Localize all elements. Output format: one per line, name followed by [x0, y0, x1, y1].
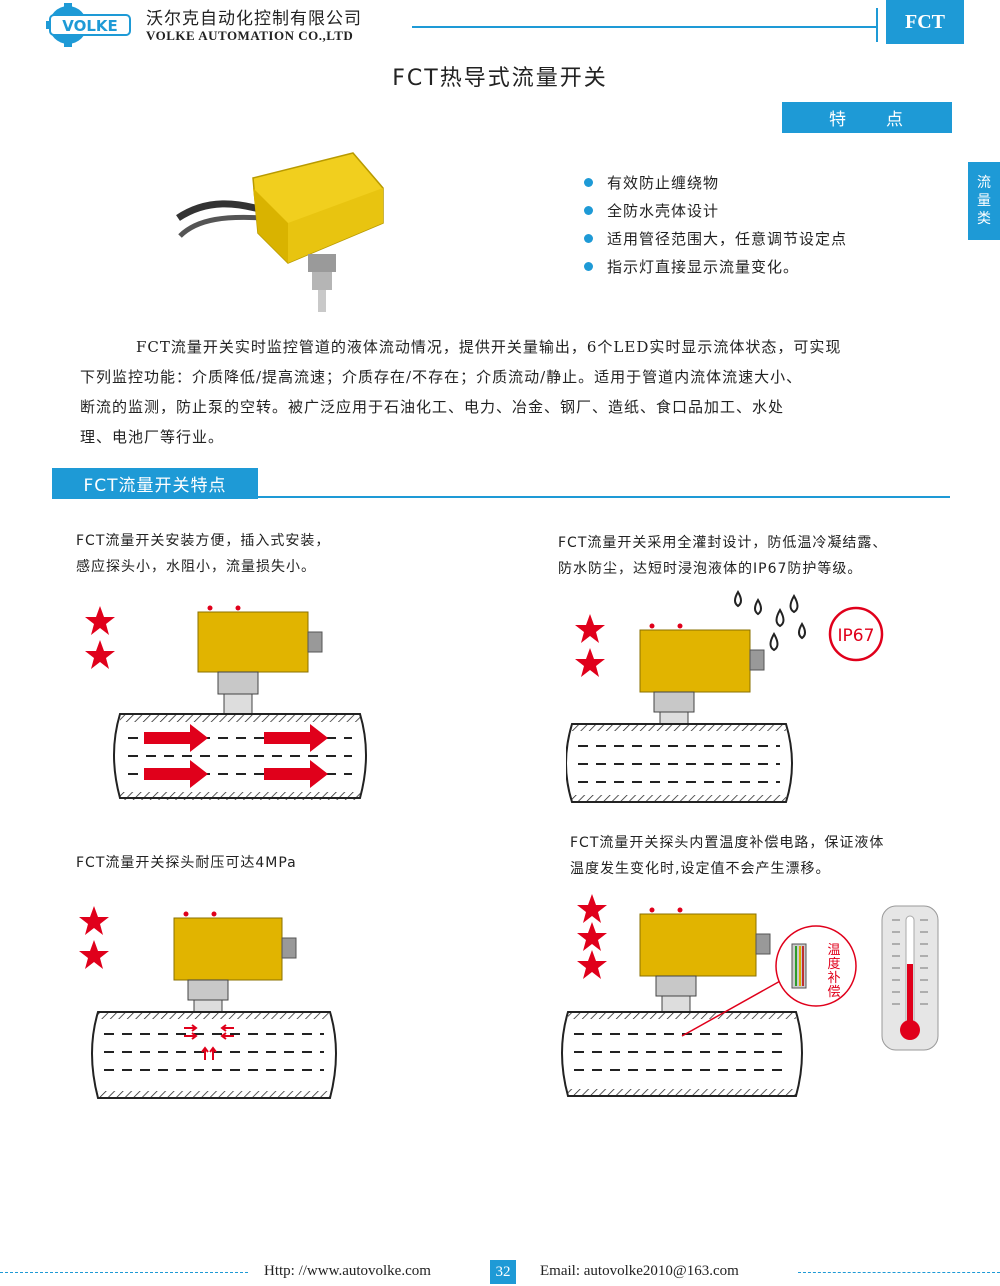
- side-tab-char: 量: [977, 193, 991, 209]
- sensor: [639, 907, 771, 1041]
- panel3-illustration: [79, 906, 337, 1099]
- probe-detail-callout: 温 度 补 偿: [775, 925, 857, 1007]
- feature-item: 指示灯直接显示流量变化。: [584, 252, 847, 280]
- panel1-caption: FCT流量开关安装方便，插入式安装， 感应探头小，水阻小，流量损失小。: [76, 528, 330, 580]
- footer-rule-left: [0, 1272, 248, 1273]
- side-category-tab: 流 量 类: [968, 162, 1000, 240]
- footer: Http: //www.autovolke.com 32 Email: auto…: [0, 1256, 1000, 1286]
- star-icon: [577, 894, 607, 923]
- header: VOLKE 沃尔克自动化控制有限公司 VOLKE AUTOMATION CO.,…: [0, 0, 1000, 50]
- panel4-caption: FCT流量开关探头内置温度补偿电路，保证液体 温度发生变化时,设定值不会产生漂移…: [570, 830, 884, 882]
- side-tab-char: 类: [977, 211, 991, 227]
- description-line: 断流的监测，防止泵的空转。被广泛应用于石油化工、电力、冶金、钢厂、造纸、食口品加…: [80, 398, 785, 416]
- star-icon: [79, 906, 109, 935]
- features-tag-label: 特 点: [829, 110, 905, 130]
- section-title-text: FCT流量开关特点: [83, 476, 227, 496]
- water-drops-icon: [734, 590, 806, 652]
- category-tab: FCT: [886, 0, 964, 44]
- pipe: [566, 723, 793, 803]
- ip67-label: IP67: [838, 626, 875, 646]
- footer-rule-right: [798, 1272, 1000, 1273]
- pressure-arrows-icon: [184, 1024, 234, 1060]
- panel2-illustration: IP67: [566, 590, 884, 803]
- description-line: 理、电池厂等行业。: [80, 428, 225, 446]
- features-tag: 特 点: [782, 102, 952, 133]
- ip67-badge: IP67: [828, 606, 884, 662]
- section-title: FCT流量开关特点: [52, 468, 258, 499]
- bullet-dot-icon: [584, 205, 593, 215]
- star-icon: [85, 606, 115, 635]
- feature-text: 指示灯直接显示流量变化。: [607, 257, 800, 276]
- temp-comp-char: 补: [827, 971, 840, 986]
- caption-line: 温度发生变化时,设定值不会产生漂移。: [570, 861, 831, 877]
- caption-line: 感应探头小，水阻小，流量损失小。: [76, 559, 316, 575]
- flow-arrow-icon: [264, 760, 328, 788]
- feature-text: 有效防止缠绕物: [607, 173, 720, 192]
- flow-arrow-icon: [144, 760, 208, 788]
- header-rule: [412, 26, 878, 28]
- caption-line: FCT流量开关探头耐压可达4MPa: [76, 855, 297, 871]
- star-icon: [575, 614, 605, 643]
- caption-line: 防水防尘，达短时浸泡液体的IP67防护等级。: [558, 561, 863, 577]
- product-photo: [176, 152, 384, 312]
- description: FCT流量开关实时监控管道的液体流动情况，提供开关量输出，6个LED实时显示流体…: [80, 332, 940, 452]
- star-icon: [577, 950, 607, 979]
- temp-comp-char: 偿: [827, 985, 840, 1000]
- panel2-caption: FCT流量开关采用全灌封设计，防低温冷凝结露、 防水防尘，达短时浸泡液体的IP6…: [558, 530, 887, 582]
- star-rating: [85, 606, 115, 669]
- pipe: [113, 713, 367, 800]
- caption-line: FCT流量开关采用全灌封设计，防低温冷凝结露、: [558, 535, 888, 551]
- star-rating: [79, 906, 109, 969]
- pipe: [91, 1011, 337, 1099]
- volke-logo: VOLKE: [46, 3, 131, 47]
- panel1-illustration: [85, 605, 367, 800]
- temp-comp-char: 温: [827, 943, 840, 958]
- bullet-dot-icon: [584, 233, 593, 243]
- page-number-text: 32: [495, 1263, 511, 1280]
- thermometer-icon: [881, 905, 939, 1051]
- feature-text: 适用管径范围大，任意调节设定点: [607, 229, 848, 248]
- panel3-caption: FCT流量开关探头耐压可达4MPa: [76, 850, 297, 876]
- star-icon: [85, 640, 115, 669]
- bullet-dot-icon: [584, 177, 593, 187]
- company-name-cn: 沃尔克自动化控制有限公司: [146, 9, 362, 29]
- star-icon: [79, 940, 109, 969]
- section-rule: [52, 496, 950, 498]
- side-tab-char: 流: [977, 175, 991, 191]
- caption-line: FCT流量开关安装方便，插入式安装，: [76, 533, 331, 549]
- feature-list: 有效防止缠绕物 全防水壳体设计 适用管径范围大，任意调节设定点 指示灯直接显示流…: [584, 168, 847, 280]
- header-rule-end: [876, 8, 878, 42]
- feature-item: 有效防止缠绕物: [584, 168, 847, 196]
- feature-item: 适用管径范围大，任意调节设定点: [584, 224, 847, 252]
- feature-item: 全防水壳体设计: [584, 196, 847, 224]
- star-rating: [575, 614, 605, 677]
- feature-text: 全防水壳体设计: [607, 201, 720, 220]
- pipe: [561, 1011, 803, 1097]
- star-icon: [577, 922, 607, 951]
- star-rating: [577, 894, 607, 979]
- footer-website[interactable]: Http: //www.autovolke.com: [264, 1263, 431, 1279]
- bullet-dot-icon: [584, 261, 593, 271]
- logo-wordmark: VOLKE: [62, 17, 118, 35]
- caption-line: FCT流量开关探头内置温度补偿电路，保证液体: [570, 835, 885, 851]
- star-icon: [575, 648, 605, 677]
- category-tab-label: FCT: [905, 10, 945, 33]
- panel4-illustration: 温 度 补 偿: [561, 894, 939, 1097]
- callout-line: [681, 979, 783, 1037]
- description-line: 下列监控功能：介质降低/提高流速；介质存在/不存在；介质流动/静止。适用于管道内…: [80, 368, 803, 386]
- company-name-en: VOLKE AUTOMATION CO.,LTD: [146, 28, 354, 43]
- footer-email[interactable]: Email: autovolke2010@163.com: [540, 1263, 739, 1279]
- description-line: FCT流量开关实时监控管道的液体流动情况，提供开关量输出，6个LED实时显示流体…: [136, 338, 842, 356]
- page-title: FCT热导式流量开关: [392, 66, 608, 91]
- flow-arrow-icon: [264, 724, 328, 752]
- page-number: 32: [490, 1260, 516, 1284]
- flow-arrow-icon: [144, 724, 208, 752]
- temp-comp-char: 度: [827, 956, 840, 972]
